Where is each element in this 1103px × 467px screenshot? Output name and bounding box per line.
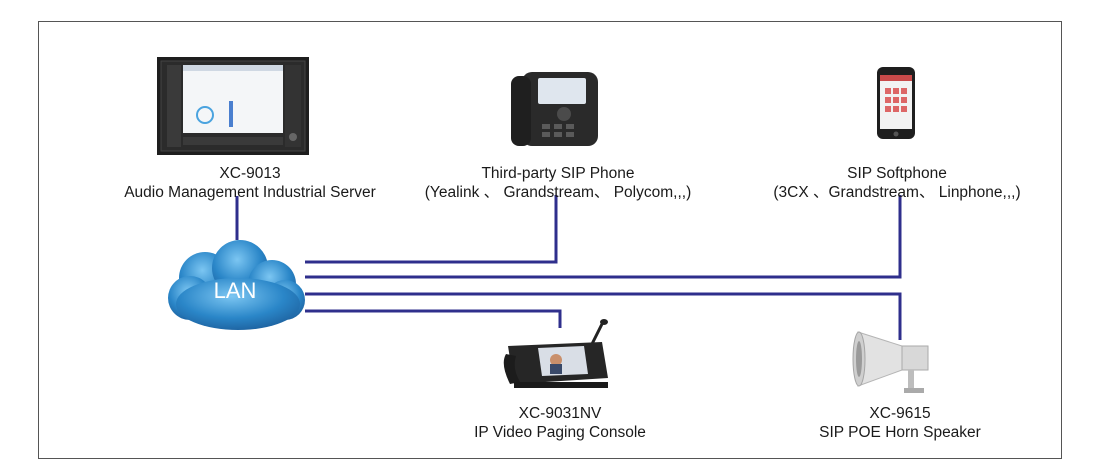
horn-label: XC-9615 SIP POE Horn Speaker bbox=[790, 404, 1010, 442]
sip-phone-label: Third-party SIP Phone (Yealink 、 Grandst… bbox=[408, 164, 708, 202]
server-label: XC-9013 Audio Management Industrial Serv… bbox=[98, 164, 402, 202]
server-description: Audio Management Industrial Server bbox=[124, 184, 376, 201]
horn-model: XC-9615 bbox=[869, 405, 931, 422]
server-model: XC-9013 bbox=[219, 165, 281, 182]
link-horn bbox=[305, 292, 902, 340]
paging-console-icon bbox=[503, 319, 608, 388]
softphone-model: SIP Softphone bbox=[847, 165, 947, 182]
sip-phone-icon bbox=[511, 72, 598, 146]
horn-description: SIP POE Horn Speaker bbox=[819, 424, 981, 441]
softphone-description: (3CX 、Grandstream、 Linphone,,,) bbox=[773, 184, 1021, 201]
link-console bbox=[305, 309, 562, 328]
console-model: XC-9031NV bbox=[518, 405, 602, 422]
console-description: IP Video Paging Console bbox=[474, 424, 646, 441]
link-sip-phone bbox=[305, 195, 558, 264]
diagram-frame bbox=[38, 21, 1062, 459]
sip-phone-description: (Yealink 、 Grandstream、 Polycom,,,) bbox=[424, 184, 692, 201]
lan-label: LAN bbox=[214, 278, 257, 303]
softphone-icon bbox=[877, 67, 915, 139]
server-icon bbox=[157, 57, 309, 155]
softphone-label: SIP Softphone (3CX 、Grandstream、 Linphon… bbox=[752, 164, 1042, 202]
lan-cloud: LAN bbox=[168, 240, 305, 330]
horn-speaker-icon bbox=[852, 331, 929, 393]
sip-phone-model: Third-party SIP Phone bbox=[481, 165, 635, 182]
link-softphone bbox=[305, 195, 902, 279]
console-label: XC-9031NV IP Video Paging Console bbox=[440, 404, 680, 442]
